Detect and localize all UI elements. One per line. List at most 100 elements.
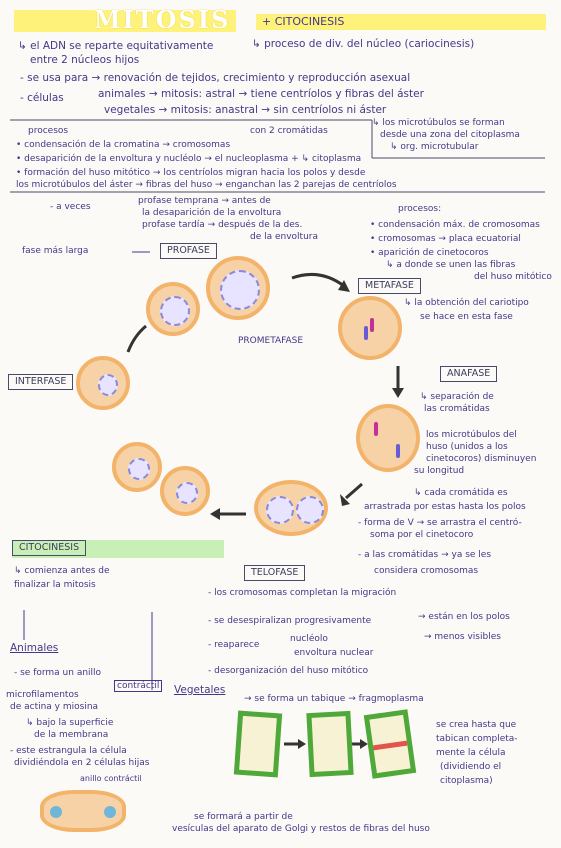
nucleus bbox=[220, 270, 260, 310]
procesos-label: procesos bbox=[28, 126, 69, 136]
nucleus bbox=[104, 806, 116, 818]
chromosome bbox=[374, 422, 378, 436]
telofase-c1: nucléolo bbox=[290, 634, 328, 644]
animales-f: - este estrangula la célula bbox=[10, 746, 127, 756]
metafase-e: del huso mitótico bbox=[474, 272, 552, 282]
label-interfase: INTERFASE bbox=[8, 374, 74, 390]
vegetales-b: se crea hasta que bbox=[436, 720, 517, 730]
label-prometafase: PROMETAFASE bbox=[238, 336, 304, 346]
cell-interfase bbox=[76, 356, 130, 410]
anafase-a: ↳ separación de bbox=[420, 392, 494, 402]
animales-a2: contráctil bbox=[114, 680, 163, 692]
vegetales-h: vesículas del aparato de Golgi y restos … bbox=[172, 824, 430, 834]
telofase-d: - desorganización del huso mitótico bbox=[208, 666, 369, 676]
telofase-b-right: → están en los polos bbox=[418, 612, 510, 622]
nucleus bbox=[128, 458, 150, 480]
animales-b: microfilamentos bbox=[6, 690, 79, 700]
telofase-b-right2: → menos visibles bbox=[424, 632, 501, 642]
anafase-k: - a las cromátidas → ya se les bbox=[358, 550, 492, 560]
intro-line1-right: ↳ proceso de div. del núcleo (cariocines… bbox=[252, 38, 475, 50]
phragmoplast bbox=[373, 740, 408, 751]
citocinesis-a: ↳ comienza antes de bbox=[14, 566, 110, 576]
label-telofase: TELOFASE bbox=[244, 565, 306, 581]
procesos-note: con 2 cromátidas bbox=[250, 126, 328, 136]
anafase-l: considera cromosomas bbox=[374, 566, 479, 576]
metafase-b: • cromosomas → placa ecuatorial bbox=[370, 234, 521, 244]
page-title: MITOSIS bbox=[94, 5, 231, 34]
intro-microtubules2: desde una zona del citoplasma bbox=[380, 130, 520, 140]
metafase-d: ↳ a donde se unen las fibras bbox=[386, 260, 516, 270]
chromosome bbox=[370, 318, 374, 332]
anafase-d: huso (unidos a los bbox=[426, 442, 508, 452]
intro-use: - se usa para → renovación de tejidos, c… bbox=[20, 72, 411, 84]
aveces-a: profase temprana → antes de bbox=[138, 196, 271, 206]
nucleus bbox=[98, 374, 118, 396]
procesos-p1: • condensación de la cromatina → cromoso… bbox=[16, 140, 231, 150]
aveces-label: - a veces bbox=[50, 202, 91, 212]
plant-cell-3 bbox=[363, 709, 417, 779]
nucleus bbox=[50, 806, 62, 818]
vegetales-e: (dividiendo el bbox=[440, 762, 502, 772]
cell-anafase bbox=[356, 404, 420, 472]
procesos-p3: • formación del huso mitótico → los cent… bbox=[16, 168, 366, 178]
telofase-b: - se desespiralizan progresivamente bbox=[208, 616, 372, 626]
nucleus bbox=[176, 482, 198, 504]
animales-label: Animales bbox=[10, 642, 59, 654]
telofase-a: - los cromosomas completan la migración bbox=[208, 588, 397, 598]
metafase-f: ↳ la obtención del cariotipo bbox=[404, 298, 529, 308]
label-profase: PROFASE bbox=[160, 243, 217, 259]
anafase-h: arrastrada por estas hasta los polos bbox=[364, 502, 526, 512]
intro-cells-label: - células bbox=[20, 92, 64, 104]
animales-c: de actina y miosina bbox=[10, 702, 99, 712]
anafase-g: ↳ cada cromátida es bbox=[414, 488, 508, 498]
animales-d: ↳ bajo la superficie bbox=[26, 718, 114, 728]
metafase-a: • condensación máx. de cromosomas bbox=[370, 220, 540, 230]
nucleus bbox=[296, 496, 324, 524]
anafase-j: soma por el cinetocoro bbox=[370, 530, 474, 540]
cell-daughter-2 bbox=[160, 466, 210, 516]
vegetales-g: se formará a partir de bbox=[194, 812, 293, 822]
animales-h: anillo contráctil bbox=[80, 774, 142, 783]
cell-daughter-1 bbox=[112, 442, 162, 492]
procesos-p2: • desaparición de la envoltura y nucléol… bbox=[16, 154, 362, 164]
animales-e: de la membrana bbox=[34, 730, 109, 740]
intro-cells-plant: vegetales → mitosis: anastral → sin cent… bbox=[104, 104, 387, 116]
chromosome bbox=[364, 326, 368, 340]
intro-cells-animal: animales → mitosis: astral → tiene centr… bbox=[98, 88, 424, 100]
telofase-c: - reaparece bbox=[208, 640, 260, 650]
telofase-c2: envoltura nuclear bbox=[294, 648, 374, 658]
subtitle-highlight bbox=[256, 14, 546, 30]
metafase-c: • aparición de cinetocoros bbox=[370, 248, 489, 258]
plant-cell-1 bbox=[233, 710, 283, 778]
aveces-c: profase tardía → después de la des. bbox=[142, 220, 303, 230]
nucleus bbox=[160, 296, 190, 326]
aveces-d: de la envoltura bbox=[250, 232, 319, 242]
animales-g: dividiéndola en 2 células hijas bbox=[14, 758, 150, 768]
page-subtitle: + CITOCINESIS bbox=[262, 15, 345, 28]
chromosome bbox=[396, 444, 400, 458]
cell-telofase bbox=[254, 480, 328, 536]
cell-profase-early bbox=[146, 282, 200, 336]
vegetales-f: citoplasma) bbox=[440, 776, 493, 786]
label-anafase: ANAFASE bbox=[440, 366, 498, 382]
cell-metafase bbox=[338, 296, 402, 360]
vegetales-c: tabican completa- bbox=[436, 734, 518, 744]
cell-profase-late bbox=[206, 256, 270, 320]
citocinesis-highlight bbox=[12, 540, 224, 558]
animal-cell-dividing bbox=[40, 790, 126, 832]
metafase-g: se hace en esta fase bbox=[420, 312, 513, 322]
animales-a: - se forma un anillo bbox=[14, 668, 102, 678]
aveces-b: la desaparición de la envoltura bbox=[142, 208, 282, 218]
label-metafase: METAFASE bbox=[358, 278, 421, 294]
anafase-f: su longitud bbox=[414, 466, 465, 476]
intro-microtubules3: ↳ org. microtubular bbox=[390, 142, 479, 152]
title-highlight bbox=[14, 10, 236, 32]
nucleus bbox=[266, 496, 294, 524]
anafase-e: cinetocoros) disminuyen bbox=[426, 454, 537, 464]
anafase-b: las cromátidas bbox=[424, 404, 490, 414]
intro-line1: ↳ el ADN se reparte equitativamente bbox=[18, 40, 214, 52]
intro-line1b: entre 2 núcleos hijos bbox=[30, 54, 140, 66]
anafase-c: los microtúbulos del bbox=[426, 430, 517, 440]
vegetales-a: → se forma un tabique → fragmoplasma bbox=[244, 694, 424, 704]
